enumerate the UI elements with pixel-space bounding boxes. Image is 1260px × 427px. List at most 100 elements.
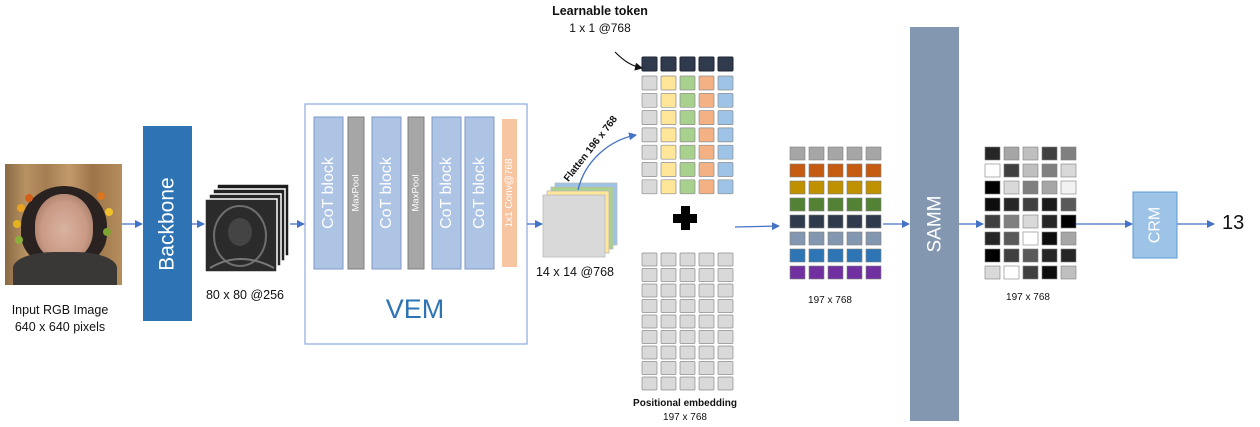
att-cell-4-1 [1003, 214, 1020, 229]
seq-cell-7-3 [846, 265, 863, 280]
flatten-label: Flatten 196 x 768 [562, 114, 620, 184]
sequence-grid [789, 146, 882, 280]
token-cell-4-4 [717, 144, 734, 160]
pos-cell-7-1 [660, 361, 677, 375]
seq-cell-5-2 [827, 231, 844, 246]
pos-cell-3-1 [660, 299, 677, 313]
att-cell-3-2 [1022, 197, 1039, 212]
token-cell-6-0 [641, 179, 658, 195]
token-cell-5-1 [660, 162, 677, 177]
vem-block-6-conv [502, 119, 517, 267]
pos-cell-5-3 [698, 330, 715, 344]
seq-cell-3-0 [789, 197, 806, 212]
seq-cell-1-1 [808, 163, 825, 178]
att-cell-3-0 [984, 197, 1001, 212]
token-cell-6-3 [698, 179, 715, 195]
token-cell-5-0 [641, 162, 658, 177]
pos-cell-2-3 [698, 283, 715, 298]
seq-cell-2-0 [789, 180, 806, 195]
seq-cell-0-4 [865, 146, 882, 161]
token-cell-5-3 [698, 162, 715, 177]
pos-cell-0-1 [660, 252, 677, 267]
plus-icon [673, 206, 697, 230]
att-cell-0-1 [1003, 146, 1020, 161]
vem-title: VEM [385, 294, 445, 324]
seq-cell-3-1 [808, 197, 825, 212]
input-caption: Input RGB Image 640 x 640 pixels [0, 302, 120, 336]
pos-cell-4-3 [698, 314, 715, 329]
att-cell-4-3 [1041, 214, 1058, 229]
positional-embedding-grid [641, 252, 734, 391]
seq-cell-6-1 [808, 248, 825, 263]
pos-cell-7-3 [698, 361, 715, 375]
attention-output-grid [984, 146, 1077, 280]
input-caption-line2: 640 x 640 pixels [14, 320, 106, 334]
seq-cell-1-2 [827, 163, 844, 178]
token-cell-2-4 [717, 110, 734, 125]
pos-cell-7-0 [641, 361, 658, 375]
token-cell-2-0 [641, 110, 658, 125]
pos-cell-6-4 [717, 345, 734, 360]
token-cell-3-1 [660, 127, 677, 143]
token-cell-2-3 [698, 110, 715, 125]
att-cell-3-4 [1060, 197, 1077, 212]
pos-cell-4-4 [717, 314, 734, 329]
output-value: 13 [1222, 212, 1245, 234]
learnable-token-cell-0 [641, 56, 658, 72]
positional-embedding-size: 197 x 768 [663, 412, 707, 423]
seq-cell-0-1 [808, 146, 825, 161]
pos-cell-6-0 [641, 345, 658, 360]
token-grid [641, 75, 734, 195]
seq-cell-3-2 [827, 197, 844, 212]
vem-block-3-pool [407, 116, 425, 270]
token-cell-5-2 [679, 162, 696, 177]
att-cell-7-1 [1003, 265, 1020, 280]
token-cell-4-0 [641, 144, 658, 160]
pos-cell-2-0 [641, 283, 658, 298]
pos-cell-7-2 [679, 361, 696, 375]
pos-cell-5-2 [679, 330, 696, 344]
pos-cell-4-0 [641, 314, 658, 329]
learnable-token-cell-4 [717, 56, 734, 72]
patch-map-stack [542, 182, 618, 258]
arrow-learnable-token [614, 51, 643, 71]
token-cell-1-2 [679, 92, 696, 108]
learnable-token-cell-1 [660, 56, 677, 72]
pos-cell-3-4 [717, 299, 734, 313]
attention-output-size-label: 197 x 768 [1006, 292, 1050, 303]
token-cell-5-4 [717, 162, 734, 177]
seq-cell-7-1 [808, 265, 825, 280]
vem-block-label-2: CoT block [378, 156, 395, 229]
crm-label: CRM [1147, 207, 1164, 243]
pos-cell-2-2 [679, 283, 696, 298]
vem-block-label-4: CoT block [438, 156, 455, 229]
token-cell-1-0 [641, 92, 658, 108]
pos-cell-8-3 [698, 376, 715, 391]
att-cell-7-4 [1060, 265, 1077, 280]
vem-blocks [313, 116, 517, 270]
pos-cell-7-4 [717, 361, 734, 375]
feature-map-stack [204, 183, 290, 273]
seq-cell-3-3 [846, 197, 863, 212]
pos-cell-8-4 [717, 376, 734, 391]
learnable-token-size: 1 x 1 @768 [569, 21, 631, 35]
pos-cell-4-2 [679, 314, 696, 329]
pos-cell-8-0 [641, 376, 658, 391]
att-cell-4-4 [1060, 214, 1077, 229]
token-cell-2-2 [679, 110, 696, 125]
att-cell-0-4 [1060, 146, 1077, 161]
att-cell-6-2 [1022, 248, 1039, 263]
token-cell-3-3 [698, 127, 715, 143]
token-cell-0-2 [679, 75, 696, 91]
att-cell-4-0 [984, 214, 1001, 229]
token-cell-3-2 [679, 127, 696, 143]
token-cell-0-1 [660, 75, 677, 91]
seq-cell-7-0 [789, 265, 806, 280]
att-cell-5-0 [984, 231, 1001, 246]
att-cell-2-3 [1041, 180, 1058, 195]
att-cell-1-1 [1003, 163, 1020, 178]
token-cell-6-1 [660, 179, 677, 195]
pos-cell-2-4 [717, 283, 734, 298]
seq-cell-2-1 [808, 180, 825, 195]
